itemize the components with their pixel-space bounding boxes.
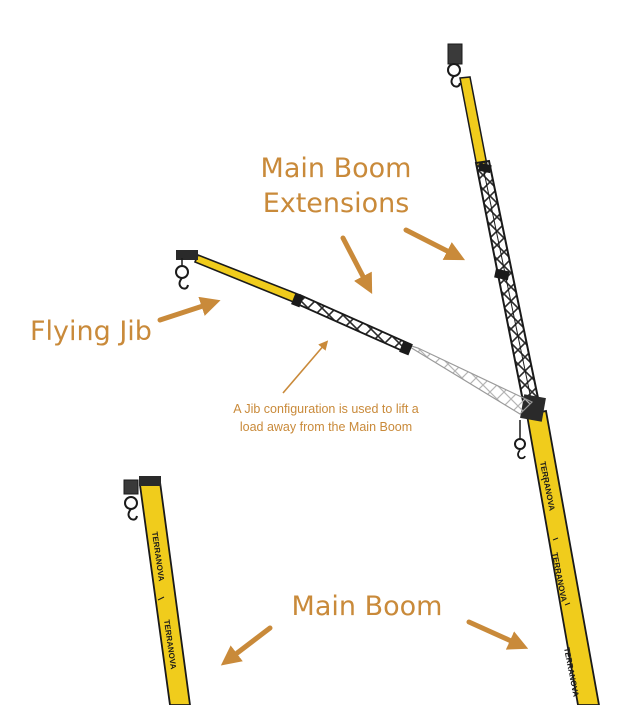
arrow-icon [220,625,273,666]
arrow-icon [282,340,329,394]
jib-note-line1: A Jib configuration is used to lift a [233,402,419,416]
main-boom-section [525,409,600,705]
main-boom-extensions-label-line2: Extensions [263,188,410,219]
main-boom-extensions-label-line1: Main Boom [261,153,412,184]
main-boom-label: Main Boom [292,591,443,622]
jib-lattice-section [293,293,412,354]
sheave-icon [514,420,526,460]
flying-jib [175,250,534,415]
jib-yellow-section [193,253,302,305]
arrow-icon [403,227,466,261]
main-boom-section [138,480,191,705]
arrow-icon [157,296,221,323]
callout-arrows [157,227,529,666]
hook-block-icon [175,250,198,290]
boom-tip-section [459,76,488,168]
flying-jib-label: Flying Jib [30,316,152,347]
jib-attachment-lattice [404,343,534,415]
arrow-icon [466,619,529,650]
jib-note-line2: load away from the Main Boom [240,420,412,434]
hook-block-icon [447,43,463,88]
hook-block-icon [123,479,139,521]
left-main-boom: TERRANOVA TERRANOVA [123,476,191,705]
arrow-icon [340,235,373,294]
